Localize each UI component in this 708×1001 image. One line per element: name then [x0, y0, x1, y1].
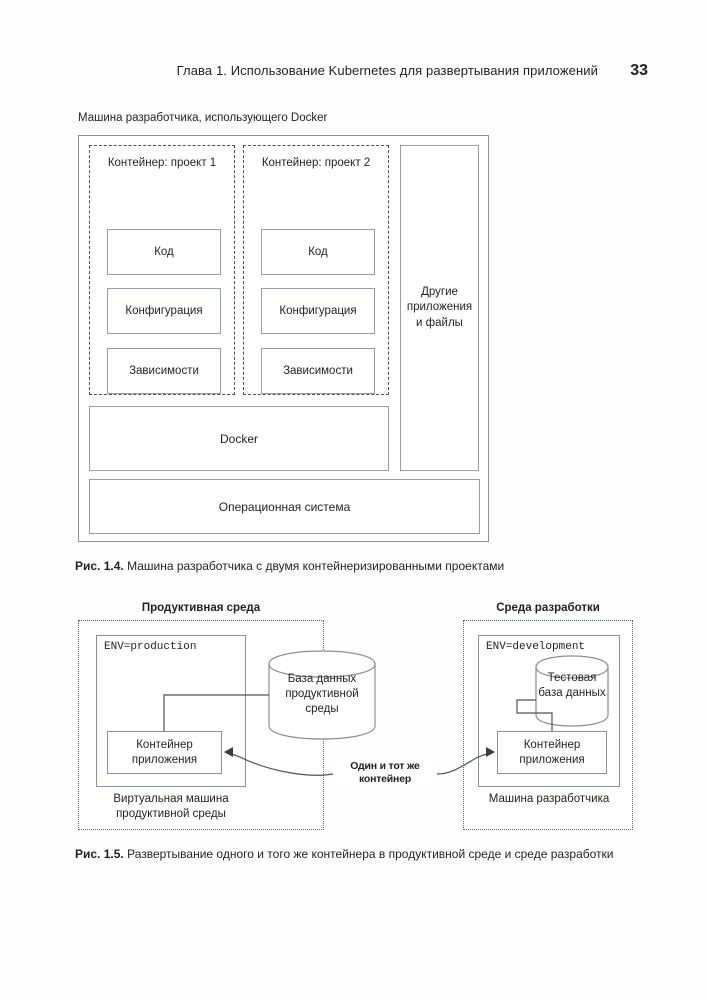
developer-machine-box: Контейнер: проект 1 Код Конфигурация Зав… — [78, 135, 489, 542]
container-1-layer-dependencies: Зависимости — [107, 348, 221, 394]
development-database-cylinder: Тестовая база данных — [535, 655, 609, 727]
page-number: 33 — [630, 62, 648, 79]
production-database-cylinder: База данных продуктивной среды — [268, 650, 376, 740]
other-applications-box: Другие приложения и файлы — [400, 145, 479, 471]
production-environment-header: Продуктивная среда — [141, 602, 261, 614]
figure-1-4-caption-text: Машина разработчика с двумя контейнеризи… — [123, 559, 505, 573]
container-2-layer-code: Код — [261, 229, 375, 275]
container-2-layer-dependencies: Зависимости — [261, 348, 375, 394]
same-container-label: Один и тот же контейнер — [337, 760, 433, 787]
container-1-layer-config: Конфигурация — [107, 288, 221, 334]
development-machine-label: Машина разработчика — [488, 793, 610, 805]
container-project-2-title: Контейнер: проект 2 — [261, 157, 371, 169]
container-project-1: Контейнер: проект 1 Код Конфигурация Зав… — [89, 145, 235, 395]
development-env-variable: ENV=development — [486, 641, 586, 653]
figure-1-5-caption-text: Развертывание одного и того же контейнер… — [123, 847, 614, 861]
figure-1-5-caption-lead: Рис. 1.5. — [75, 847, 124, 861]
development-app-container: Контейнер приложения — [497, 731, 607, 774]
figure-1-4-caption-lead: Рис. 1.4. — [75, 559, 124, 573]
docker-box: Docker — [89, 406, 389, 471]
development-database-label: Тестовая база данных — [538, 672, 606, 699]
container-2-layer-config: Конфигурация — [261, 288, 375, 334]
container-1-layer-code: Код — [107, 229, 221, 275]
operating-system-box: Операционная система — [89, 479, 480, 534]
running-head: Глава 1. Использование Kubernetes для ра… — [60, 62, 648, 80]
container-project-2: Контейнер: проект 2 Код Конфигурация Зав… — [243, 145, 389, 395]
figure-1-5-caption: Рис. 1.5. Развертывание одного и того же… — [75, 846, 635, 863]
production-machine-label: Виртуальная машина продуктивной среды — [113, 793, 229, 821]
container-project-1-title: Контейнер: проект 1 — [107, 157, 217, 169]
production-database-label: База данных продуктивной среды — [285, 673, 359, 715]
figure-1-4-diagram-label: Машина разработчика, использующего Docke… — [78, 112, 328, 124]
page-title: Глава 1. Использование Kubernetes для ра… — [176, 63, 598, 78]
development-environment-header: Среда разработки — [496, 602, 600, 614]
production-app-container: Контейнер приложения — [107, 731, 222, 774]
figure-1-4-caption: Рис. 1.4. Машина разработчика с двумя ко… — [75, 558, 635, 575]
production-env-variable: ENV=production — [104, 641, 197, 653]
